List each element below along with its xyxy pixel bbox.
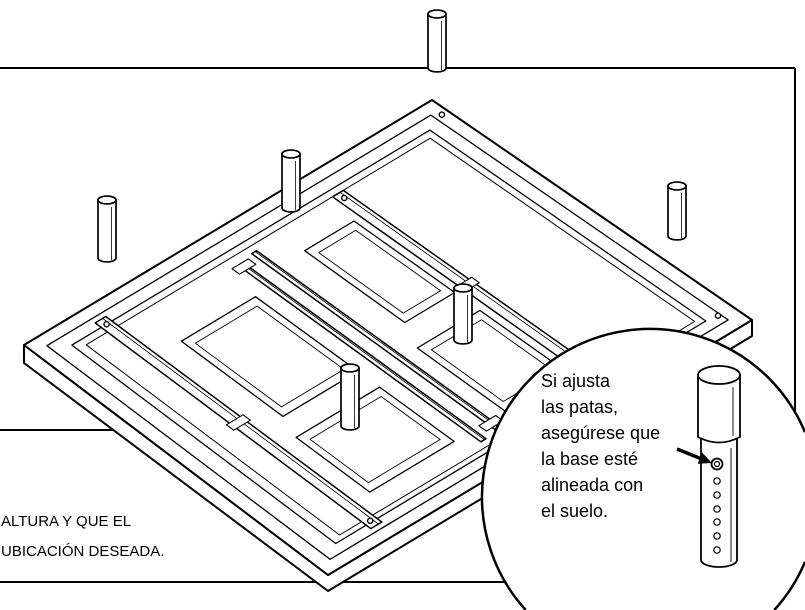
leg-top [453, 283, 473, 293]
bed-tray-edge [71, 129, 707, 545]
adjustment-hole [713, 505, 721, 513]
bed-panel-inner [318, 229, 442, 314]
leg [281, 149, 301, 213]
arrow-head [697, 452, 712, 464]
callout-line: alineada con [541, 475, 643, 495]
leg [453, 283, 473, 345]
callout-line: la base esté [541, 449, 638, 469]
leg [97, 195, 117, 263]
adjustment-hole [713, 491, 721, 499]
leg-body [340, 367, 360, 431]
callout-line: asegúrese que [541, 423, 660, 443]
instruction-line: UBICACIÓN DESEADA. [1, 543, 164, 560]
leg-top [667, 181, 687, 191]
bed-tray-floor [85, 137, 696, 536]
leg-body [667, 185, 687, 241]
leg-top [281, 149, 301, 159]
arrow-right-icon [676, 447, 712, 464]
leg [667, 181, 687, 241]
leg-top [427, 9, 447, 19]
adjustment-hole [713, 546, 721, 554]
legs [97, 9, 687, 431]
selected-hole-inner [713, 460, 721, 468]
leg-lower-tube [700, 435, 738, 568]
instruction-text: ALTURA Y QUE EL UBICACIÓN DESEADA. [1, 513, 164, 560]
bed-rim-inner-edge [46, 114, 729, 560]
callout-line: las patas, [541, 397, 618, 417]
leg-upper-tube [697, 374, 741, 444]
adjustment-holes [710, 457, 724, 554]
leg-top [97, 195, 117, 205]
leg-top-cap [697, 365, 741, 385]
screw-hole [438, 111, 446, 118]
adjustment-hole [713, 477, 721, 485]
callout-text: Si ajusta las patas, asegúrese que la ba… [541, 371, 660, 521]
callout-line: el suelo. [541, 501, 608, 521]
bed-bracket [231, 258, 257, 275]
screw-hole [714, 312, 722, 320]
screw-hole [366, 517, 374, 525]
leg-body [97, 199, 117, 263]
screw-hole [103, 320, 110, 328]
adjustment-hole [713, 518, 721, 526]
bed-rail-edge [241, 263, 485, 440]
leg-body [427, 13, 447, 73]
bed-rail-edge [254, 251, 499, 428]
leg-body [453, 287, 473, 345]
detail-callout: Si ajusta las patas, asegúrese que la ba… [480, 327, 805, 610]
bed-bracket [225, 414, 251, 431]
callout-circle-outline [480, 327, 805, 610]
adjustable-leg-detail [697, 365, 741, 568]
adjustment-hole [713, 532, 721, 540]
leg [427, 9, 447, 73]
screw-hole [340, 194, 348, 202]
leg-body [281, 153, 301, 213]
instruction-line: ALTURA Y QUE EL [1, 513, 131, 530]
arrow-shaft [676, 447, 704, 462]
callout-line: Si ajusta [541, 371, 611, 391]
leg [340, 363, 360, 431]
leg-top [340, 363, 360, 373]
